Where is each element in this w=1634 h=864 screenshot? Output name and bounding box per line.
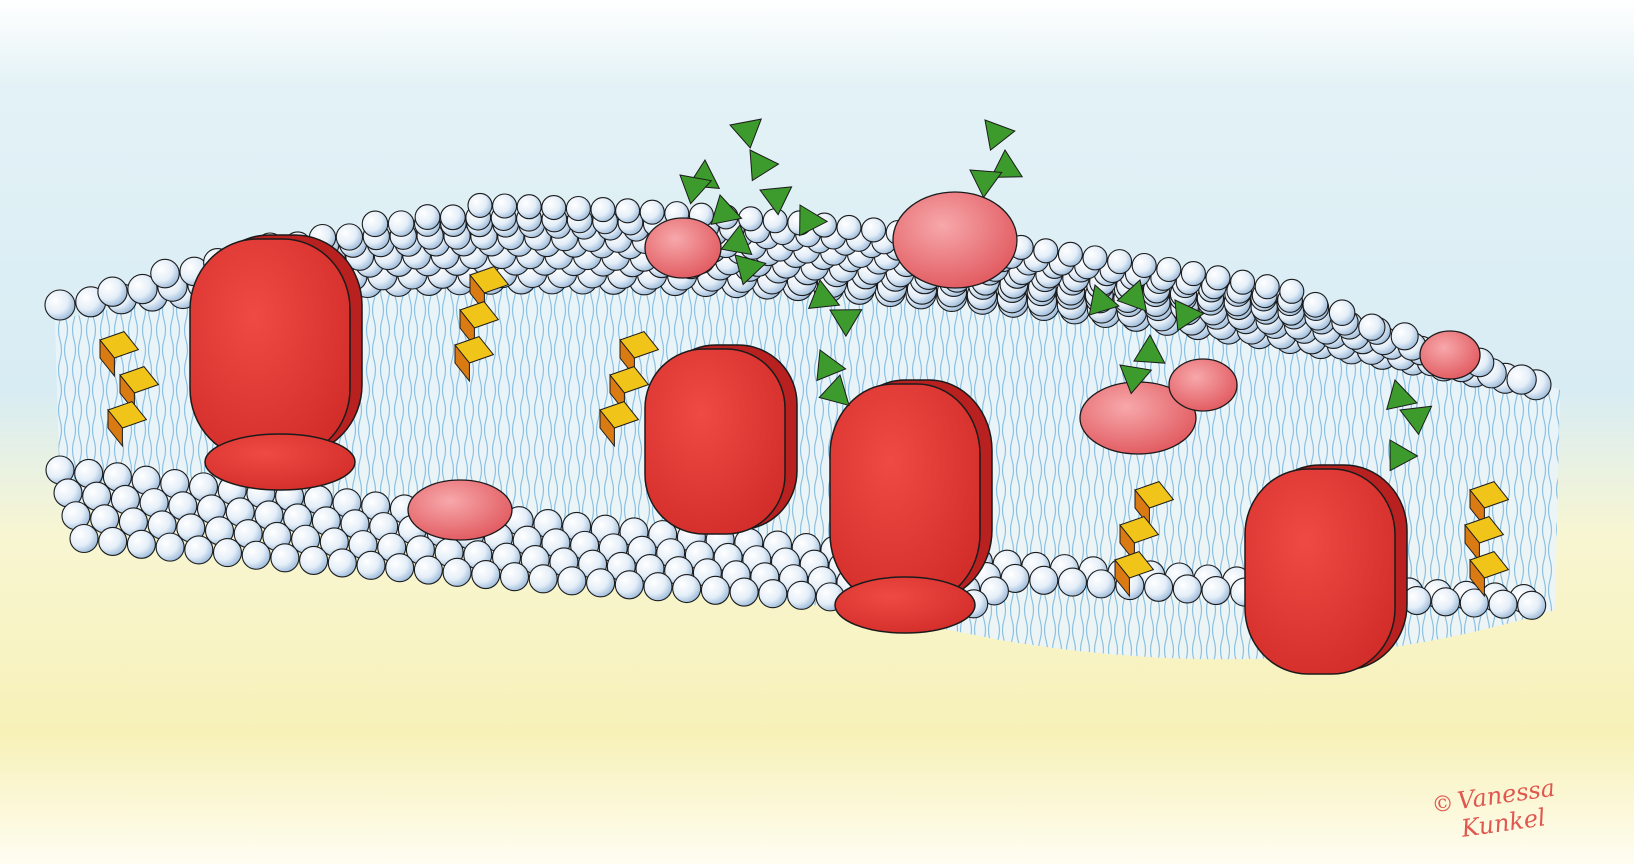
lipid-head xyxy=(587,569,615,597)
peripheral-protein xyxy=(645,218,721,278)
lipid-head xyxy=(644,573,672,601)
lipid-head xyxy=(493,194,517,218)
lipid-head xyxy=(529,565,557,593)
lipid-head xyxy=(328,549,356,577)
lipid-head xyxy=(1359,314,1385,340)
lipid-head xyxy=(763,209,787,233)
lipid-head xyxy=(127,530,155,558)
lipid-head xyxy=(388,211,414,237)
lipid-head xyxy=(615,571,643,599)
lipid-head xyxy=(730,578,758,606)
lipid-head xyxy=(1206,266,1230,290)
lipid-head xyxy=(837,215,861,239)
lipid-head xyxy=(1087,570,1115,598)
lipid-head xyxy=(640,200,664,224)
lipid-head xyxy=(1507,365,1536,394)
lipid-head xyxy=(1255,275,1279,299)
lipid-head xyxy=(542,196,566,220)
lipid-head xyxy=(1231,270,1255,294)
lipid-head xyxy=(1034,239,1058,263)
lipid-head xyxy=(472,561,500,589)
lipid-head xyxy=(185,536,213,564)
lipid-head xyxy=(1329,300,1355,326)
lipid-head xyxy=(386,554,414,582)
peripheral-protein xyxy=(1169,359,1237,411)
lipid-head xyxy=(1108,250,1132,274)
protein-subunit xyxy=(205,434,355,490)
integral-protein xyxy=(190,239,350,459)
peripheral-protein xyxy=(1420,331,1480,379)
lipid-head xyxy=(45,290,75,320)
peripheral-protein xyxy=(893,192,1017,288)
integral-protein xyxy=(1245,469,1395,674)
lipid-head xyxy=(98,277,127,306)
lipid-head xyxy=(70,524,98,552)
lipid-head xyxy=(1058,242,1082,266)
peripheral-protein xyxy=(408,480,512,540)
lipid-head xyxy=(357,551,385,579)
lipid-head xyxy=(739,207,763,231)
lipid-head xyxy=(517,195,541,219)
lipid-head xyxy=(1202,577,1230,605)
lipid-head xyxy=(362,211,388,237)
lipid-head xyxy=(415,205,440,230)
lipid-head xyxy=(1518,591,1546,619)
lipid-head xyxy=(616,199,640,223)
lipid-head xyxy=(673,575,701,603)
lipid-head xyxy=(440,205,465,230)
lipid-head xyxy=(759,580,787,608)
lipid-head xyxy=(1132,253,1156,277)
lipid-head xyxy=(591,198,615,222)
lipid-head xyxy=(1489,590,1517,618)
lipid-head xyxy=(242,541,270,569)
lipid-head xyxy=(1157,257,1181,281)
copyright-symbol: © xyxy=(1430,791,1455,819)
lipid-head xyxy=(336,224,362,250)
lipid-head xyxy=(214,539,242,567)
lipid-head xyxy=(1083,246,1107,270)
lipid-head xyxy=(156,533,184,561)
lipid-head xyxy=(1391,323,1418,350)
lipid-head xyxy=(1059,568,1087,596)
lipid-head xyxy=(468,193,492,217)
lipid-head xyxy=(566,197,590,221)
lipid-head xyxy=(99,527,127,555)
protein-subunit xyxy=(835,577,975,633)
lipid-head xyxy=(1280,279,1304,303)
lipid-head xyxy=(151,259,180,288)
lipid-head xyxy=(788,581,816,609)
lipid-head xyxy=(558,567,586,595)
lipid-head xyxy=(501,563,529,591)
lipid-head xyxy=(1181,262,1205,286)
lipid-head xyxy=(1173,575,1201,603)
lipid-head xyxy=(862,218,886,242)
lipid-head xyxy=(414,556,442,584)
lipid-head xyxy=(701,576,729,604)
lipid-head xyxy=(443,558,471,586)
integral-protein xyxy=(830,384,980,604)
lipid-head xyxy=(300,546,328,574)
lipid-head xyxy=(1030,566,1058,594)
lipid-head xyxy=(1145,573,1173,601)
integral-protein xyxy=(645,349,785,534)
lipid-head xyxy=(1432,588,1460,616)
lipid-head xyxy=(271,544,299,572)
lipid-head xyxy=(1303,292,1328,317)
